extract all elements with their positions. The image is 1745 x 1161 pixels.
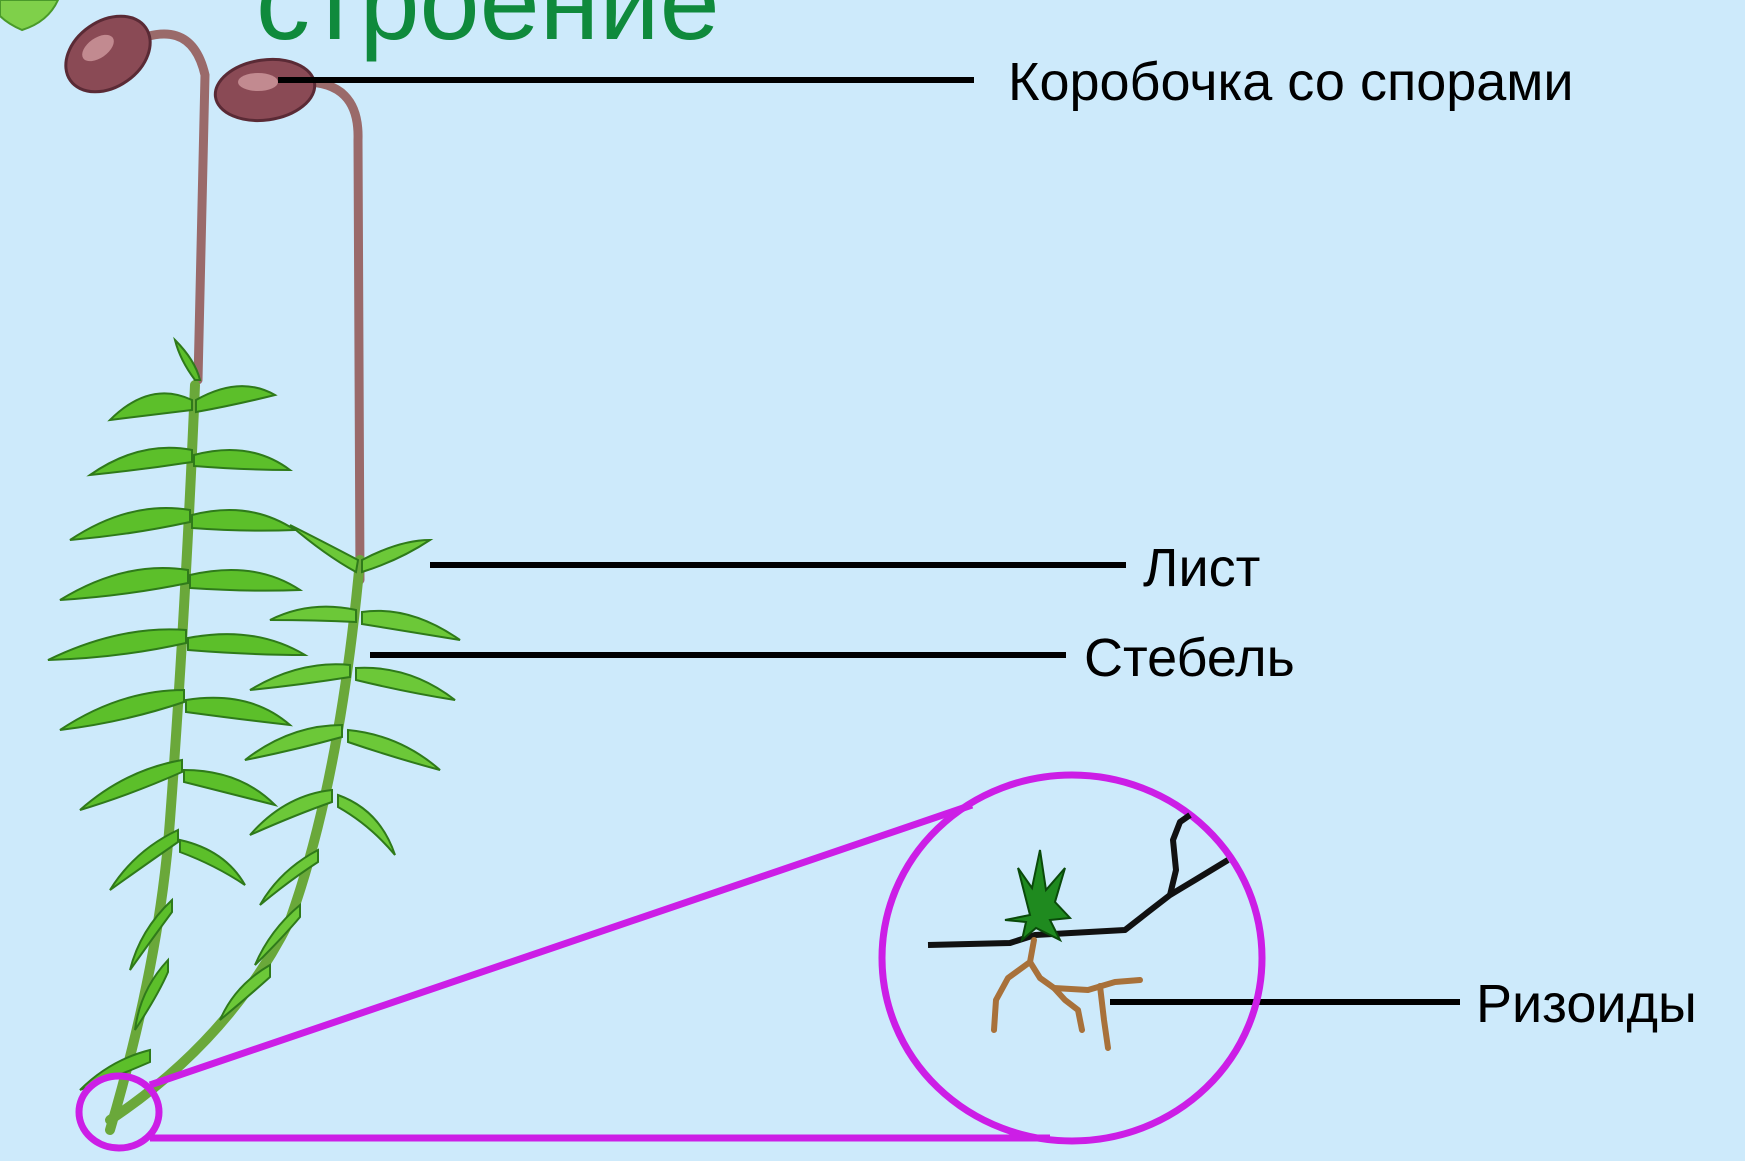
zoom-detail-content: [928, 815, 1228, 1048]
soil-surface-line: [928, 860, 1228, 945]
corner-leaf-decoration: [0, 0, 58, 30]
spore-capsule-right: [211, 53, 318, 126]
rhizoid-filaments: [994, 940, 1140, 1048]
leaves-right-shoot: [220, 525, 460, 1020]
moss-shoot-rosette: [1005, 850, 1070, 940]
moss-plant: [48, 1, 460, 1130]
stem-left: [110, 385, 195, 1130]
label-leaf: Лист: [1143, 537, 1260, 599]
label-spore-capsule: Коробочка со спорами: [1008, 51, 1574, 113]
zoom-detail-circle: [882, 775, 1262, 1141]
seta-left: [120, 34, 205, 380]
spore-capsule-left: [51, 1, 164, 108]
page-title: строение: [256, 0, 720, 62]
leader-lines: [278, 80, 1460, 1002]
label-rhizoids: Ризоиды: [1476, 973, 1697, 1035]
seta-right: [300, 82, 360, 580]
label-stem: Стебель: [1084, 627, 1295, 689]
